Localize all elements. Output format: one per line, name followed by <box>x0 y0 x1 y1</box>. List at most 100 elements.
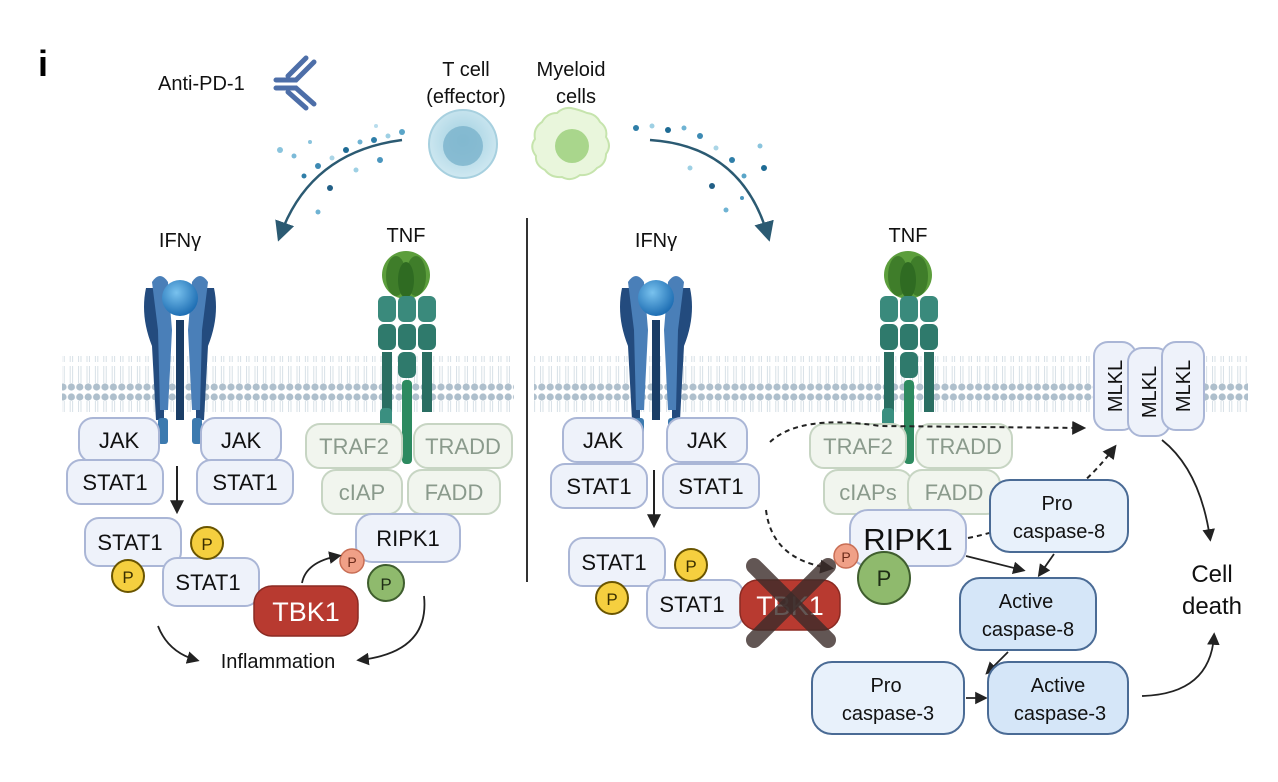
svg-text:Active: Active <box>999 591 1053 613</box>
traf2-box-right: TRAF2 <box>809 423 907 469</box>
svg-text:JAK: JAK <box>583 428 624 453</box>
svg-text:MLKL: MLKL <box>1139 366 1161 418</box>
arrow-mlkl-to-death <box>1161 439 1215 542</box>
stat1-phospho-right-a: P <box>674 548 708 582</box>
svg-text:TRAF2: TRAF2 <box>319 434 389 459</box>
ciap-box-left: cIAP <box>321 469 403 515</box>
ripk1-phospho-small-right: P <box>833 543 859 569</box>
svg-text:P: P <box>606 590 617 609</box>
tnf-receptor-left <box>378 251 436 464</box>
svg-text:Pro: Pro <box>1041 493 1072 515</box>
anti-pd1-label: Anti-PD-1 <box>158 73 245 95</box>
active-caspase-3-box: Active caspase-3 <box>987 661 1129 735</box>
membrane-left <box>62 356 514 412</box>
svg-text:STAT1: STAT1 <box>212 470 277 495</box>
svg-text:FADD: FADD <box>925 480 984 505</box>
jak-box-right-a: JAK <box>562 417 644 463</box>
arrow-casp3-to-death <box>1141 632 1220 697</box>
pstat1-box-right-a: STAT1 <box>568 537 666 587</box>
stat1-phospho-left-a: P <box>190 526 224 560</box>
svg-text:RIPK1: RIPK1 <box>863 522 953 557</box>
dashed-arrow-jak-to-ripk1 <box>765 509 835 574</box>
svg-text:P: P <box>201 535 212 554</box>
svg-text:P: P <box>347 554 356 570</box>
svg-text:MLKL: MLKL <box>1105 360 1127 412</box>
cytokine-dots-left <box>277 124 405 215</box>
ifng-label-right: IFNγ <box>635 230 677 252</box>
mlkl-box-3: MLKL <box>1161 341 1205 431</box>
arrow-stat-to-inflammation <box>157 625 200 664</box>
t-cell-label-2: (effector) <box>426 86 506 108</box>
arrow-pro-to-active-caspase8 <box>1037 553 1055 578</box>
svg-text:P: P <box>841 549 850 565</box>
ifng-label-left: IFNγ <box>159 230 201 252</box>
dashed-arrow-jak-to-mlkl <box>769 420 1087 443</box>
jak-box-left-a: JAK <box>78 417 160 463</box>
ifng-receptor-right <box>620 276 692 444</box>
jak-box-left-b: JAK <box>200 417 282 463</box>
myeloid-cell-icon <box>531 106 610 181</box>
svg-text:caspase-8: caspase-8 <box>982 619 1074 641</box>
traf2-box-left: TRAF2 <box>305 423 403 469</box>
svg-text:STAT1: STAT1 <box>581 550 646 575</box>
arrow-ripk1-to-active-caspase8 <box>965 555 1026 574</box>
ripk1-phospho-small-left: P <box>339 548 365 574</box>
svg-text:TRADD: TRADD <box>425 434 501 459</box>
pro-caspase-3-box: Pro caspase-3 <box>811 661 965 735</box>
tradd-box-right: TRADD <box>915 423 1013 469</box>
arrow-tbk1-to-ripk1-left <box>301 551 342 584</box>
stat1-box-left-b: STAT1 <box>196 459 294 505</box>
stat1-box-left-a: STAT1 <box>66 459 164 505</box>
ripk1-phospho-left: P <box>367 564 405 602</box>
svg-text:P: P <box>380 575 391 594</box>
tradd-box-left: TRADD <box>413 423 513 469</box>
pstat1-box-left-b: STAT1 <box>162 557 260 607</box>
arrow-to-left-cell <box>275 138 403 242</box>
svg-text:caspase-8: caspase-8 <box>1013 521 1105 543</box>
panel-letter: i <box>38 43 48 84</box>
arrow-ripk1-to-inflammation <box>356 595 426 666</box>
myeloid-label-2: cells <box>556 86 596 108</box>
t-cell-icon <box>428 109 498 179</box>
fadd-box-right: FADD <box>907 469 1001 515</box>
svg-text:cIAPs: cIAPs <box>839 480 896 505</box>
mlkl-box-1: MLKL <box>1093 341 1137 431</box>
stat1-phospho-left-b: P <box>111 559 145 593</box>
inflammation-label: Inflammation <box>221 651 336 673</box>
svg-text:STAT1: STAT1 <box>82 470 147 495</box>
active-caspase-8-box: Active caspase-8 <box>959 577 1097 651</box>
svg-text:TRAF2: TRAF2 <box>823 434 893 459</box>
svg-text:JAK: JAK <box>99 428 140 453</box>
svg-text:JAK: JAK <box>687 428 728 453</box>
svg-text:TBK1: TBK1 <box>272 597 340 627</box>
svg-text:STAT1: STAT1 <box>566 474 631 499</box>
svg-text:caspase-3: caspase-3 <box>1014 703 1106 725</box>
ripk1-box-left: RIPK1 <box>355 513 461 563</box>
stat1-box-right-a: STAT1 <box>550 463 648 509</box>
svg-text:STAT1: STAT1 <box>678 474 743 499</box>
ifng-receptor-left <box>144 276 216 444</box>
svg-text:RIPK1: RIPK1 <box>376 526 440 551</box>
svg-text:MLKL: MLKL <box>1173 360 1195 412</box>
svg-text:P: P <box>685 557 696 576</box>
pro-caspase-8-box: Pro caspase-8 <box>989 479 1129 553</box>
antibody-icon <box>273 55 317 111</box>
ciaps-box-right: cIAPs <box>823 469 913 515</box>
cytokine-dots-right <box>633 123 767 213</box>
stat1-phospho-right-b: P <box>595 581 629 615</box>
myeloid-label-1: Myeloid <box>537 59 606 81</box>
t-cell-label-1: T cell <box>442 59 489 81</box>
tnf-label-left: TNF <box>387 225 426 247</box>
pstat1-box-left-a: STAT1 <box>84 517 182 567</box>
svg-text:P: P <box>122 568 133 587</box>
svg-text:STAT1: STAT1 <box>659 592 724 617</box>
svg-text:Active: Active <box>1031 675 1085 697</box>
svg-text:STAT1: STAT1 <box>97 530 162 555</box>
arrow-active-casp8-to-casp3 <box>985 651 1009 675</box>
cell-death-label-2: death <box>1182 593 1242 620</box>
tnf-label-right: TNF <box>889 225 928 247</box>
svg-text:FADD: FADD <box>425 480 484 505</box>
tbk1-box-right-inhibited: TBK1 <box>739 558 841 648</box>
svg-text:TRADD: TRADD <box>926 434 1002 459</box>
